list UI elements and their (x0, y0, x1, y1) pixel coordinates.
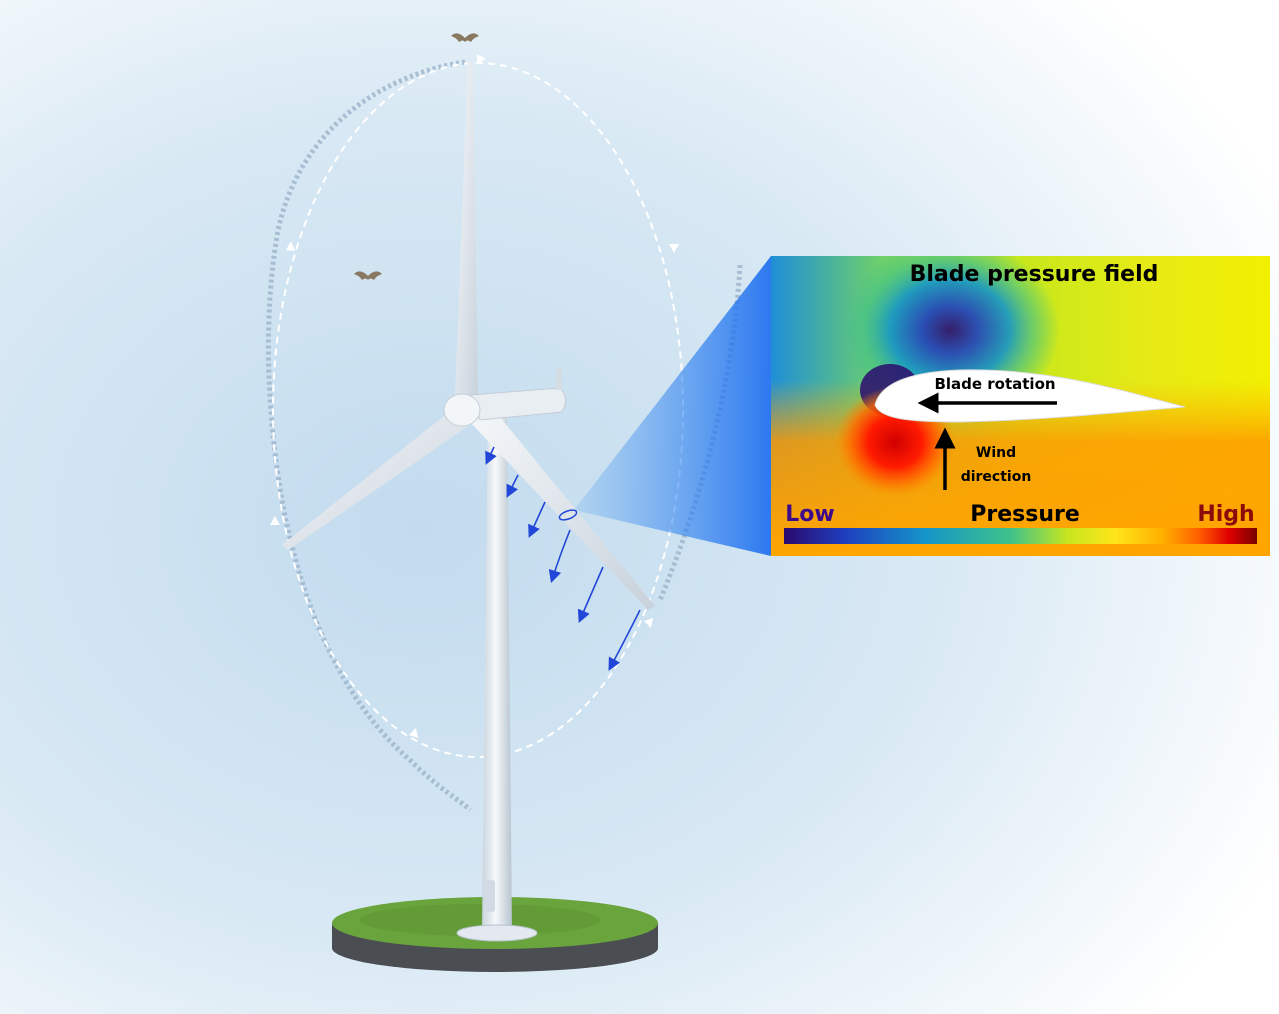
zoom-beam (574, 256, 771, 556)
hub (443, 393, 481, 427)
wind-label-line1: Wind (976, 445, 1016, 461)
rotation-path-arrows (270, 54, 679, 738)
blade-rotation-label: Blade rotation (934, 375, 1055, 393)
bat-icon (354, 271, 382, 280)
turbine-tower (456, 410, 538, 942)
blade-upper (455, 62, 478, 398)
flow-arrows (485, 446, 641, 671)
colorbar-low-label: Low (785, 502, 834, 527)
airfoil (874, 369, 1186, 423)
colorbar-title: Pressure (970, 502, 1080, 527)
blade-left (282, 408, 470, 550)
turbine-rotor (282, 62, 655, 610)
wind-label-line2: direction (961, 469, 1032, 485)
blade-right (468, 405, 655, 610)
bat-icon (451, 33, 479, 42)
panel-title: Blade pressure field (910, 262, 1159, 287)
colorbar (784, 528, 1257, 544)
colorbar-high-label: High (1197, 502, 1254, 527)
pressure-field-panel (771, 256, 1270, 556)
